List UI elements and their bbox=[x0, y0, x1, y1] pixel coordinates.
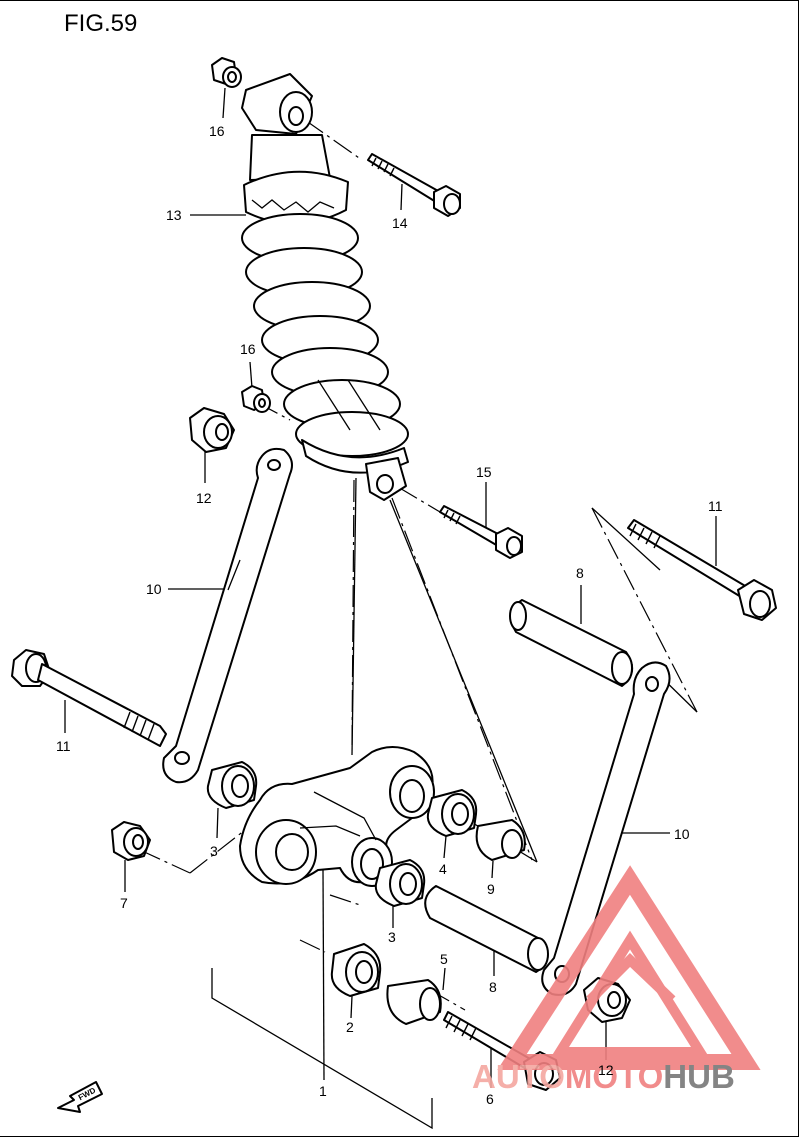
bushing-3-left bbox=[206, 761, 258, 809]
link-rod-10-right bbox=[541, 661, 671, 996]
bushing-4 bbox=[426, 789, 478, 837]
callout-6: 6 bbox=[486, 1091, 494, 1107]
watermark-text-hub: HUB bbox=[663, 1058, 735, 1095]
link-rod-10-left bbox=[162, 447, 293, 784]
callout-10-left: 10 bbox=[146, 581, 162, 597]
callout-labels: 16 13 14 16 12 15 11 10 8 11 3 7 4 9 10 … bbox=[56, 123, 723, 1107]
callout-8-upper: 8 bbox=[576, 565, 584, 581]
callout-2: 2 bbox=[346, 1019, 354, 1035]
bushing-2 bbox=[330, 943, 382, 997]
callout-9: 9 bbox=[487, 881, 495, 897]
nut-16-lower bbox=[241, 385, 271, 413]
callout-15: 15 bbox=[476, 464, 492, 480]
watermark-logo: AUTOMOTOHUB bbox=[472, 865, 761, 1095]
callout-3-center: 3 bbox=[388, 929, 396, 945]
watermark-text-auto: AUTO bbox=[472, 1058, 565, 1095]
callout-13: 13 bbox=[166, 207, 182, 223]
callout-10-right: 10 bbox=[674, 826, 690, 842]
collar-5 bbox=[386, 979, 442, 1025]
callout-16-upper: 16 bbox=[209, 123, 225, 139]
nut-7 bbox=[111, 821, 151, 861]
watermark-text: AUTOMOTOHUB bbox=[472, 1058, 735, 1095]
nut-16-upper bbox=[211, 57, 242, 88]
watermark-text-moto: MOTO bbox=[565, 1058, 663, 1095]
spacer-8-upper bbox=[509, 599, 633, 687]
callout-1: 1 bbox=[319, 1083, 327, 1099]
callout-5: 5 bbox=[440, 951, 448, 967]
nut-12-upper bbox=[189, 407, 235, 453]
spacer-8-lower bbox=[424, 885, 549, 973]
figure-title: FIG.59 bbox=[64, 10, 138, 37]
callout-12-upper: 12 bbox=[196, 490, 212, 506]
callout-12-lower: 12 bbox=[598, 1062, 614, 1078]
callout-11-right: 11 bbox=[708, 498, 723, 514]
fwd-direction-marker: FWD bbox=[57, 1081, 103, 1113]
callout-3-left: 3 bbox=[210, 843, 218, 859]
collar-9 bbox=[475, 819, 526, 861]
bolt-15 bbox=[439, 505, 523, 559]
bolt-11-left bbox=[11, 649, 167, 747]
callout-8-lower: 8 bbox=[489, 979, 497, 995]
callout-7: 7 bbox=[120, 895, 128, 911]
bolt-14 bbox=[367, 153, 461, 217]
callout-4: 4 bbox=[439, 861, 447, 877]
callout-16-lower: 16 bbox=[240, 341, 256, 357]
bushing-3-center bbox=[374, 859, 426, 907]
cushion-lever-1 bbox=[239, 746, 435, 887]
bolt-11-right bbox=[627, 519, 777, 621]
shock-absorber-13 bbox=[241, 73, 409, 501]
callout-11-left: 11 bbox=[56, 738, 71, 754]
callout-14: 14 bbox=[392, 215, 408, 231]
